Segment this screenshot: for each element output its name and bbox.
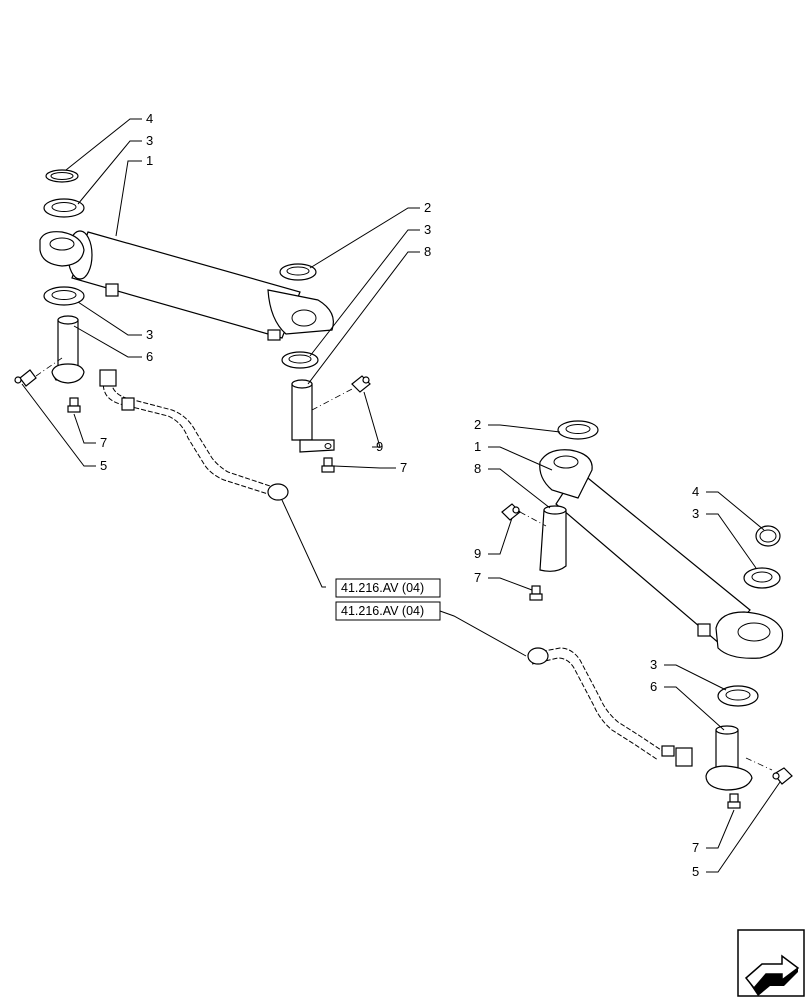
callout-right-3b: 3 [650,657,657,672]
right-hose [527,647,693,767]
callout-right-7a: 7 [474,570,481,585]
callout-right-3a: 3 [692,506,699,521]
left-washer-2 [279,263,317,281]
left-washer-3-right [281,351,319,369]
callout-left-3c: 3 [146,327,153,342]
right-cylinder-assembly [501,420,793,809]
callout-left-7a: 7 [100,435,107,450]
callout-right-2: 2 [474,417,481,432]
callout-left-9: 9 [376,439,383,454]
right-snap-ring [755,525,781,547]
right-grease-fitting-9 [501,503,521,521]
left-washer-bottom [43,286,85,306]
callout-right-1: 1 [474,439,481,454]
callout-numbers: 4 3 1 2 3 8 3 6 7 5 9 7 2 1 8 9 7 4 3 3 … [100,111,699,879]
left-cylinder-assembly [14,169,371,501]
callout-left-1: 1 [146,153,153,168]
right-pin-6 [705,725,753,791]
left-grease-fitting [14,369,37,387]
left-bolt-7b [321,457,335,473]
right-washer-3 [743,567,781,589]
callout-left-7b: 7 [400,460,407,475]
callout-right-5: 5 [692,864,699,879]
callout-left-8: 8 [424,244,431,259]
right-grease-fitting-5 [772,767,793,785]
left-pin-6 [51,315,85,384]
callout-leaders [21,118,781,873]
callout-right-8: 8 [474,461,481,476]
callout-left-6: 6 [146,349,153,364]
reference-upper[interactable]: 41.216.AV (04) [335,578,441,598]
right-washer-2 [557,420,599,440]
callout-left-3b: 3 [424,222,431,237]
left-hose [99,369,289,501]
right-hydraulic-cylinder [539,449,784,659]
right-bolt-7b [727,793,741,809]
callout-right-7b: 7 [692,840,699,855]
left-hydraulic-cylinder [39,230,334,341]
left-grease-fitting-9 [351,375,371,393]
left-snap-ring [45,169,79,183]
left-bolt-7a [67,397,81,413]
left-pin-8 [291,379,335,453]
reference-lower[interactable]: 41.216.AV (04) [335,601,441,621]
right-pin-8 [539,505,567,572]
right-washer-3-lower [717,685,759,707]
callout-left-2: 2 [424,200,431,215]
callout-left-3a: 3 [146,133,153,148]
callout-right-6: 6 [650,679,657,694]
right-bolt-7a [529,585,543,601]
callout-right-9: 9 [474,546,481,561]
callout-left-4: 4 [146,111,153,126]
next-page-arrow-icon[interactable] [737,929,805,997]
reference-upper-label: 41.216.AV (04) [341,581,424,595]
callout-right-4: 4 [692,484,699,499]
callout-left-5: 5 [100,458,107,473]
left-washer-top [43,198,85,218]
reference-lower-label: 41.216.AV (04) [341,604,424,618]
